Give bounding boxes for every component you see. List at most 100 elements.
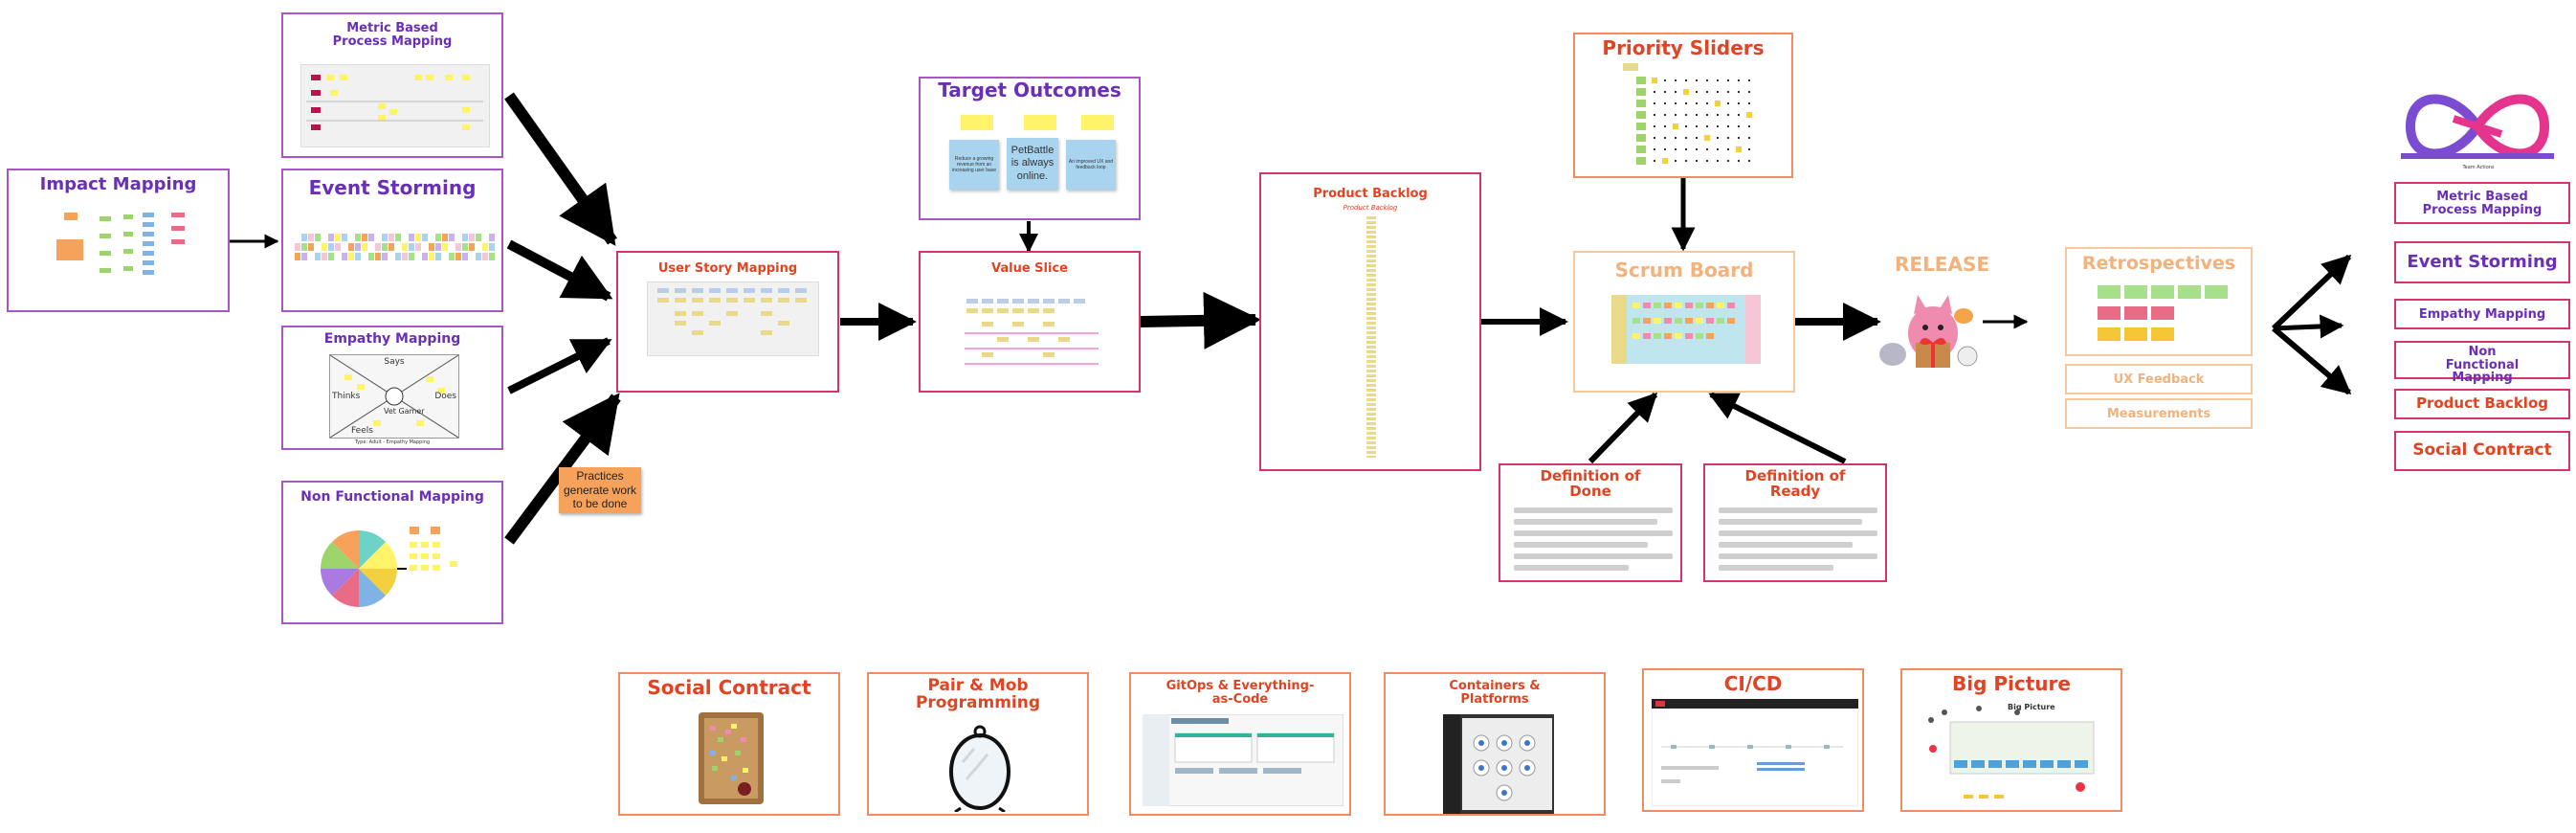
slider-dot <box>1664 114 1666 116</box>
social-contract-card[interactable]: Social Contract <box>618 672 840 816</box>
event-storming-card[interactable]: Event Storming <box>281 169 503 312</box>
event-sticky <box>308 243 314 251</box>
target-outcomes-title: Target Outcomes <box>938 79 1121 101</box>
slider-dot <box>1738 114 1740 116</box>
slider-dot <box>1675 91 1677 93</box>
event-sticky <box>435 243 441 251</box>
cicd-card[interactable]: CI/CD <box>1642 668 1864 812</box>
target-outcome-online: PetBattle is always online. <box>1007 138 1058 190</box>
non-functional-card[interactable]: Non Functional Mapping <box>281 481 503 624</box>
definition-of-done-card[interactable]: Definition of Done <box>1499 463 1682 582</box>
slider-dot <box>1696 114 1698 116</box>
slider-dot <box>1696 102 1698 104</box>
impact-map-thumbnail <box>56 213 185 275</box>
slider-label <box>1636 146 1646 153</box>
scrum-card <box>1632 303 1640 308</box>
value-slice-card[interactable]: Value Slice <box>919 251 1141 393</box>
metric-based-card[interactable]: Metric Based Process Mapping <box>281 12 503 158</box>
event-sticky <box>295 243 300 251</box>
event-sticky <box>489 243 495 251</box>
right-item-non-functional[interactable]: Non Functional Mapping <box>2394 341 2570 385</box>
text-line <box>1719 530 1877 536</box>
non-functional-wheel <box>321 527 457 607</box>
slider-dot <box>1717 114 1719 116</box>
empathy-caption: Type: Adult - Empathy Mapping <box>354 439 431 445</box>
containers-card[interactable]: Containers & Platforms <box>1384 672 1606 816</box>
event-sticky <box>442 243 448 251</box>
scrum-card <box>1632 318 1640 324</box>
impact-mapping-card[interactable]: Impact Mapping <box>7 169 230 312</box>
retrospectives-card[interactable]: Retrospectives <box>2065 247 2253 356</box>
scrum-card <box>1717 303 1724 308</box>
slider-dot <box>1664 125 1666 127</box>
slider-dot <box>1654 102 1655 104</box>
metric-based-title: Metric Based Process Mapping <box>332 21 453 49</box>
event-sticky <box>308 234 314 241</box>
right-item-event-storming[interactable]: Event Storming <box>2394 241 2570 283</box>
event-sticky <box>402 253 408 260</box>
event-sticky <box>415 243 421 251</box>
target-outcomes-card[interactable]: Target Outcomes Reduce a growing revenue… <box>919 77 1141 220</box>
slider-label <box>1636 134 1646 142</box>
measurements-card[interactable]: Measurements <box>2065 398 2253 429</box>
slider-dot <box>1654 91 1655 93</box>
event-sticky <box>422 234 428 241</box>
event-sticky <box>348 243 354 251</box>
event-sticky <box>422 253 428 260</box>
slider-dot <box>1727 125 1729 127</box>
event-sticky <box>375 253 381 260</box>
slider-dot <box>1654 148 1655 150</box>
definition-of-ready-card[interactable]: Definition of Ready <box>1703 463 1887 582</box>
slider-dot <box>1675 79 1677 81</box>
slider-dot <box>1738 137 1740 139</box>
slider-dot <box>1738 91 1740 93</box>
slider-dot <box>1685 125 1687 127</box>
slider-dot <box>1748 91 1750 93</box>
big-picture-card[interactable]: Big Picture Big Picture <box>1900 668 2122 812</box>
event-sticky <box>301 243 307 251</box>
right-item-empathy-mapping[interactable]: Empathy Mapping <box>2394 299 2570 329</box>
slider-dot <box>1717 91 1719 93</box>
product-backlog-card[interactable]: Product Backlog Product Backlog <box>1259 172 1481 471</box>
slider-dot <box>1675 114 1677 116</box>
pair-mob-card[interactable]: Pair & Mob Programming <box>867 672 1089 816</box>
containers-title: Containers & Platforms <box>1449 679 1541 707</box>
right-item-metric-based[interactable]: Metric Based Process Mapping <box>2394 182 2570 224</box>
gitops-screenshot <box>1143 714 1344 806</box>
event-sticky <box>442 234 448 241</box>
text-line <box>1719 519 1862 525</box>
slider-dot <box>1717 137 1719 139</box>
empathy-feels-label: Feels <box>351 426 373 436</box>
pair-mob-title: Pair & Mob Programming <box>915 676 1041 712</box>
gitops-card[interactable]: GitOps & Everything-as-Code <box>1129 672 1351 816</box>
slider-dot <box>1664 91 1666 93</box>
user-story-mapping-card[interactable]: User Story Mapping <box>616 251 839 393</box>
release-cats-illustration <box>1879 295 1978 368</box>
backlog-items-column <box>1366 216 1376 458</box>
event-sticky <box>395 253 401 260</box>
event-sticky <box>335 234 341 241</box>
right-item-label: Empathy Mapping <box>2418 307 2546 322</box>
scrum-board-card[interactable]: Scrum Board <box>1573 251 1795 393</box>
slider-marker <box>1662 158 1668 164</box>
event-sticky <box>435 234 441 241</box>
event-sticky <box>375 243 381 251</box>
slider-dot <box>1727 137 1729 139</box>
slider-dot <box>1748 102 1750 104</box>
scrum-card <box>1675 333 1682 339</box>
target-outcome-ux: An improved UX and feedback loop <box>1066 140 1116 190</box>
event-sticky <box>476 253 481 260</box>
empathy-mapping-card[interactable]: Empathy Mapping Says Thinks Does Feels V… <box>281 326 503 450</box>
slider-marker <box>1673 124 1678 129</box>
big-picture-mini-label: Big Picture <box>2008 703 2055 711</box>
right-item-social-contract[interactable]: Social Contract <box>2394 431 2570 471</box>
slider-dot <box>1654 125 1655 127</box>
scrum-card <box>1643 318 1651 324</box>
scrum-card <box>1685 333 1693 339</box>
ux-feedback-card[interactable]: UX Feedback <box>2065 364 2253 394</box>
event-sticky <box>389 243 394 251</box>
right-item-product-backlog[interactable]: Product Backlog <box>2394 389 2570 419</box>
priority-sliders-card[interactable]: Priority Sliders <box>1573 33 1793 178</box>
slider-dot <box>1654 114 1655 116</box>
slider-dot <box>1738 125 1740 127</box>
